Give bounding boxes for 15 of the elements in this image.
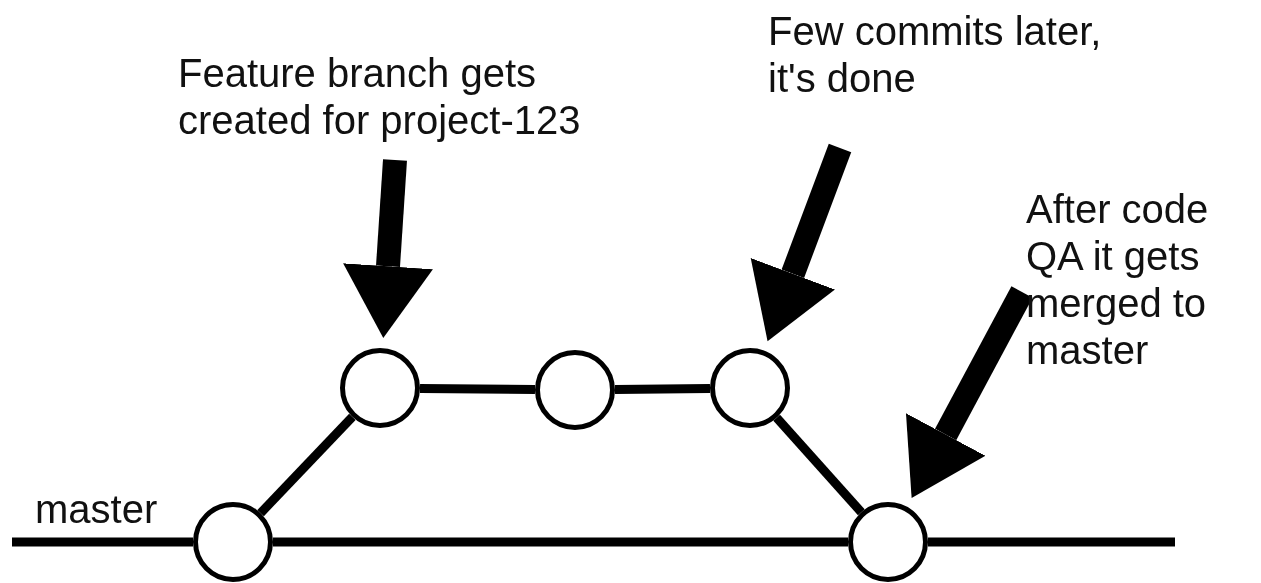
annotation-text: Feature branch gets created for project-123 <box>178 50 582 144</box>
arrow <box>343 159 433 339</box>
arrow <box>750 143 852 342</box>
branch-line <box>614 383 711 395</box>
branch-line <box>257 413 356 517</box>
branch-line <box>419 383 536 395</box>
annotation-text: Few commits later, it's done <box>768 8 1103 102</box>
annotation-text: After code QA it gets merged to master <box>1026 186 1210 374</box>
branch-line <box>273 537 848 547</box>
commit-circle <box>193 502 273 582</box>
commit-circle <box>848 502 928 582</box>
branch-label: master <box>35 486 158 533</box>
branch-line <box>773 414 865 516</box>
branch-line <box>12 537 193 547</box>
branch-line <box>928 537 1175 547</box>
